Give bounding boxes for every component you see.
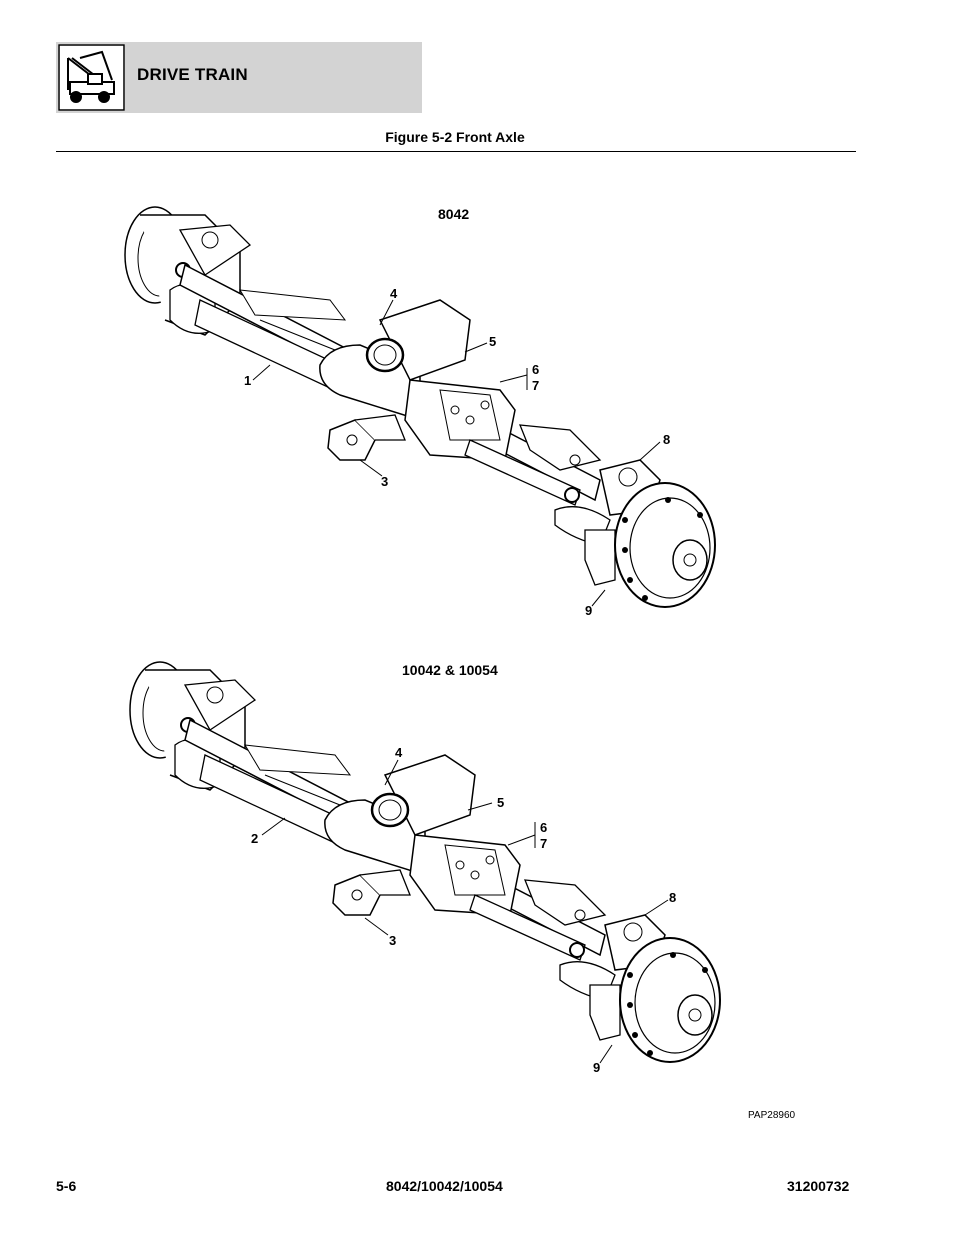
callout-3: 3 <box>381 474 389 489</box>
axle-drawing-10042-10054 <box>128 660 722 1064</box>
callout-6: 6 <box>532 362 540 377</box>
view-label-8042: 8042 <box>438 206 470 222</box>
header-divider <box>56 151 856 152</box>
callout-9: 9 <box>593 1060 601 1075</box>
callout-2: 2 <box>251 831 259 846</box>
footer-doc-number: 31200732 <box>787 1178 850 1194</box>
callout-6: 6 <box>540 820 548 835</box>
callout-9: 9 <box>585 603 593 618</box>
footer-page-number: 5-6 <box>56 1178 77 1194</box>
figure-image-code: PAP28960 <box>748 1110 796 1121</box>
figure-caption-text: Figure 5-2 Front Axle <box>385 129 525 145</box>
callout-7: 7 <box>532 378 540 393</box>
callout-5: 5 <box>497 795 505 810</box>
drive-train-section-icon <box>58 44 125 111</box>
callout-4: 4 <box>390 286 398 301</box>
leader-lines-view1 <box>252 299 661 607</box>
callout-8: 8 <box>663 432 671 447</box>
view-label-10042-10054: 10042 & 10054 <box>402 662 498 678</box>
leader-lines-view2 <box>261 759 669 1064</box>
section-title: DRIVE TRAIN <box>137 65 248 84</box>
callout-1: 1 <box>244 373 252 388</box>
callout-3: 3 <box>389 933 397 948</box>
callout-7: 7 <box>540 836 548 851</box>
callout-8: 8 <box>669 890 677 905</box>
callout-5: 5 <box>489 334 497 349</box>
callout-4: 4 <box>395 745 403 760</box>
figure-caption: Figure 5-2 Front Axle <box>0 129 954 145</box>
axle-drawing-8042 <box>123 205 717 609</box>
footer-models: 8042/10042/10054 <box>386 1178 503 1194</box>
